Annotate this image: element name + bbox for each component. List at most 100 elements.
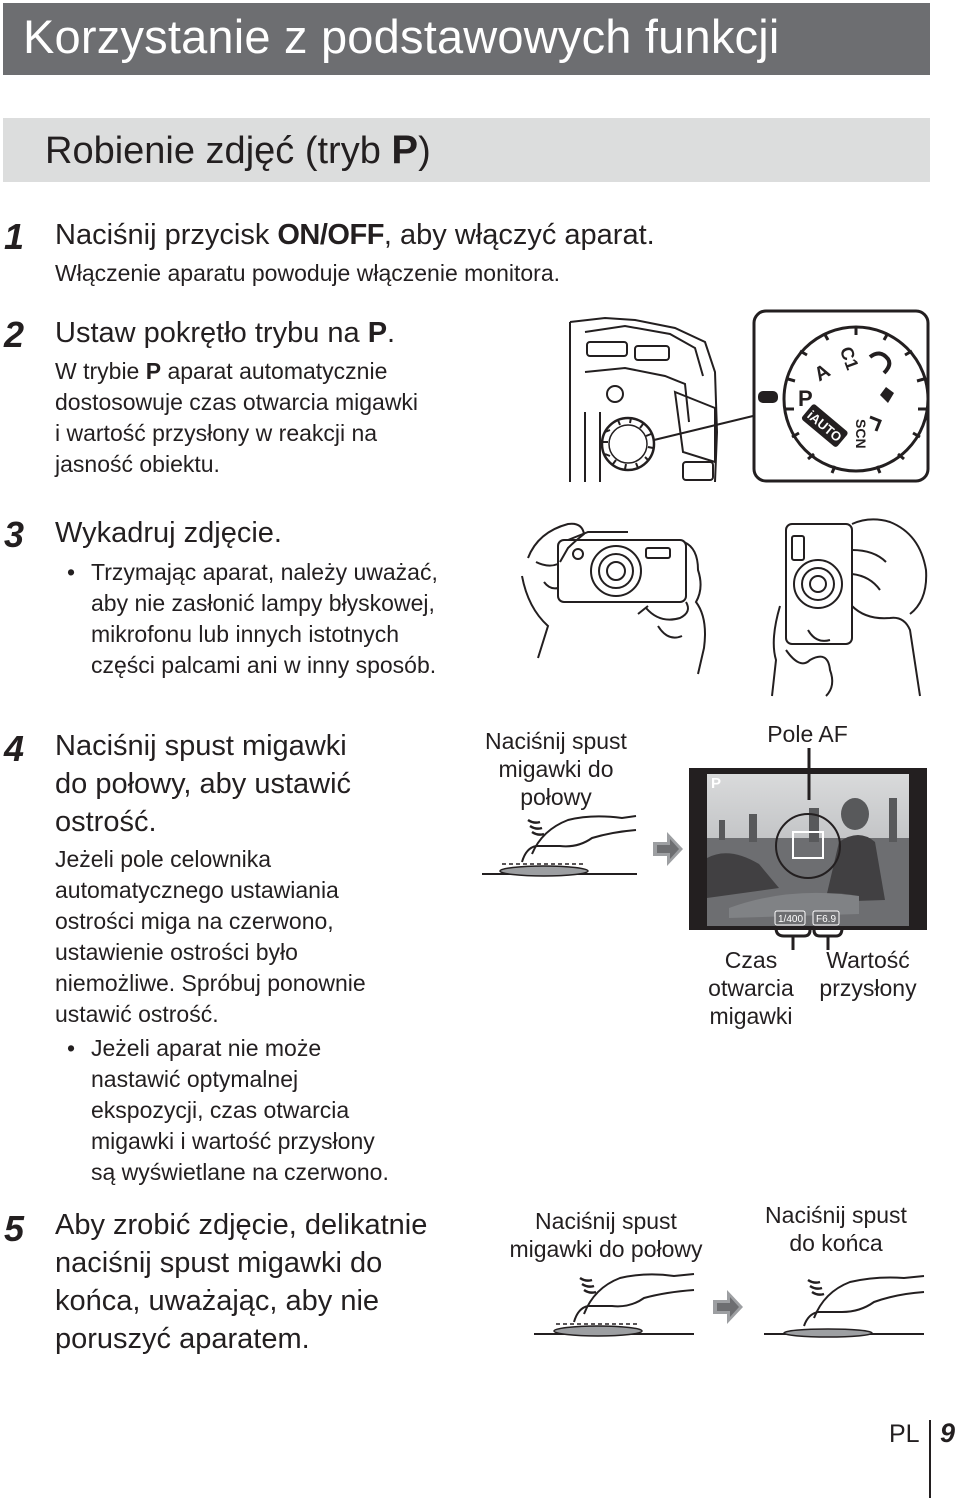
mode-p-symbol: P (391, 128, 419, 172)
step-4-bullet-line: ekspozycji, czas otwarcia (91, 1097, 350, 1123)
step-3-number: 3 (4, 514, 25, 555)
step-5-heading-line: naciśnij spust migawki do (55, 1247, 383, 1279)
subsection-title-bar: Robienie zdjęć (tryb P) (3, 118, 930, 182)
readout-bracket-lines (774, 927, 844, 950)
step-4-bullet: • Jeżeli aparat nie może nastawić optyma… (67, 1033, 389, 1188)
on-off-button-label: ON/OFF (277, 219, 384, 251)
mode-dial-illustration: P A C1 SCN iAUTO (752, 309, 930, 483)
step-4-body-line: automatycznego ustawiania (55, 877, 339, 903)
arrow-right-icon (713, 1290, 743, 1324)
shutter-speed-readout: 1/400 (774, 910, 806, 926)
mode-p-symbol: P (367, 317, 388, 349)
step-3-bullet-line: części palcami ani w inny sposób. (91, 652, 437, 678)
step-2-body-line: jasność obiektu. (55, 451, 220, 477)
svg-text:1/400: 1/400 (778, 914, 803, 925)
shutter-speed-caption-line: migawki (709, 1003, 793, 1029)
step-4-heading-line: do połowy, aby ustawić (55, 768, 352, 800)
step-2-body-line: dostosowuje czas otwarcia migawki (55, 389, 419, 415)
bullet-dot: • (67, 559, 76, 585)
step-4-body: Jeżeli pole celownika automatycznego ust… (55, 844, 366, 1030)
shutter-speed-caption-line: Czas (724, 947, 778, 973)
step-4-body-line: ustawienie ostrości było (55, 939, 298, 965)
half-press-caption-line: połowy (520, 784, 592, 810)
step-4-number: 4 (4, 728, 25, 769)
mode-dial-knob (600, 416, 656, 472)
step-2-body-pre: W trybie (55, 358, 146, 384)
step-2-body: W trybie P aparat automatycznie dostosow… (55, 356, 418, 480)
section-title: Korzystanie z podstawowych funkcji (23, 10, 780, 63)
dial-icon-glyph (869, 415, 882, 432)
full-press-caption: Naciśnij spust do końca (750, 1201, 922, 1257)
step-3-bullet-line: Trzymając aparat, należy uważać, (91, 559, 438, 585)
step-5-number: 5 (4, 1208, 25, 1249)
footer-divider (929, 1420, 931, 1498)
step-1-heading-post: , aby włączyć aparat. (383, 219, 655, 251)
aperture-readout: F6.9 (812, 910, 840, 926)
half-press-caption: Naciśnij spust migawki do połowy (472, 727, 640, 811)
step-4-heading: Naciśnij spust migawki do połowy, aby us… (55, 727, 351, 841)
step-4-bullet-line: są wyświetlane na czerwono. (91, 1159, 389, 1185)
step-2-body-line: i wartość przysłony w reakcji na (55, 420, 378, 446)
footer-language: PL (889, 1420, 920, 1448)
step-5-heading-line: poruszyć aparatem. (55, 1323, 310, 1355)
step-5-heading-line: Aby zrobić zdjęcie, delikatnie (55, 1209, 428, 1241)
shutter-speed-caption: Czas otwarcia migawki (698, 946, 804, 1030)
step-4-body-line: niemożliwe. Spróbuj ponownie (55, 970, 366, 996)
step-4-heading-line: Naciśnij spust migawki (55, 730, 347, 762)
full-press-caption-line: do końca (789, 1230, 883, 1256)
aperture-caption-line: przysłony (819, 975, 917, 1001)
callout-line (653, 415, 754, 441)
subsection-title-end: ) (418, 130, 431, 172)
step-1-number: 1 (4, 216, 25, 257)
half-press-caption: Naciśnij spust migawki do połowy (492, 1207, 720, 1263)
step-3-bullet: • Trzymając aparat, należy uważać, aby n… (67, 557, 438, 681)
step-2-heading-pre: Ustaw pokrętło trybu na (55, 317, 368, 349)
half-press-caption-line: migawki do (498, 756, 614, 782)
step-2-heading-post: . (387, 317, 396, 349)
step-4-bullet-line: Jeżeli aparat nie może (91, 1035, 322, 1061)
step-4-heading-line: ostrość. (55, 806, 157, 838)
af-callout-line (807, 748, 811, 800)
mode-p-symbol: P (145, 358, 162, 384)
finger-full-press-illustration (764, 1275, 925, 1338)
step-4-bullet-line: nastawić optymalnej (91, 1066, 299, 1092)
aperture-caption-line: Wartość (826, 947, 910, 973)
finger-half-press-illustration (534, 1273, 695, 1337)
step-4-bullet-line: migawki i wartość przysłony (91, 1128, 375, 1154)
aperture-caption: Wartość przysłony (806, 946, 930, 1002)
screen-mode-indicator: P (711, 775, 721, 792)
camera-screen-photo: P 1/400 F6.9 (689, 768, 927, 930)
full-press-caption-line: Naciśnij spust (765, 1202, 907, 1228)
dial-scn-label: SCN (853, 419, 869, 449)
finger-half-press-illustration (482, 815, 637, 877)
step-2-heading: Ustaw pokrętło trybu na P. (55, 314, 395, 352)
dial-p-label: P (798, 386, 813, 411)
half-press-caption-line: migawki do połowy (509, 1236, 703, 1262)
arrow-right-icon (653, 832, 683, 866)
subsection-title-text: Robienie zdjęć (tryb (45, 130, 392, 172)
page-number: 9 (940, 1418, 956, 1448)
step-1-body: Włączenie aparatu powoduje włączenie mon… (55, 260, 561, 286)
step-3-heading: Wykadruj zdjęcie. (55, 517, 282, 549)
af-field-caption: Pole AF (767, 721, 848, 747)
step-1-heading: Naciśnij przycisk ON/OFF, aby włączyć ap… (55, 216, 655, 254)
step-5-heading-line: końca, uważając, aby nie (55, 1285, 380, 1317)
step-2-body-post: aparat automatycznie (161, 358, 388, 384)
dial-icon-glyph (880, 387, 894, 403)
svg-text:F6.9: F6.9 (816, 914, 836, 925)
dial-icon-glyph (868, 351, 892, 375)
subsection-title: Robienie zdjęć (tryb P) (45, 128, 431, 173)
hands-vertical-illustration (771, 518, 928, 697)
step-5-heading: Aby zrobić zdjęcie, delikatnie naciśnij … (55, 1206, 427, 1358)
step-4-body-line: Jeżeli pole celownika (55, 846, 272, 872)
half-press-caption-line: Naciśnij spust (535, 1208, 677, 1234)
step-1-heading-pre: Naciśnij przycisk (55, 219, 278, 251)
section-title-bar: Korzystanie z podstawowych funkcji (3, 3, 930, 75)
bullet-dot: • (67, 1035, 76, 1061)
half-press-caption-line: Naciśnij spust (485, 728, 627, 754)
step-3-bullet-line: mikrofonu lub innych istotnych (91, 621, 400, 647)
hands-horizontal-illustration (521, 522, 706, 675)
step-2-number: 2 (4, 314, 25, 355)
step-4-body-line: ustawić ostrość. (55, 1001, 219, 1027)
shutter-speed-caption-line: otwarcia (708, 975, 794, 1001)
